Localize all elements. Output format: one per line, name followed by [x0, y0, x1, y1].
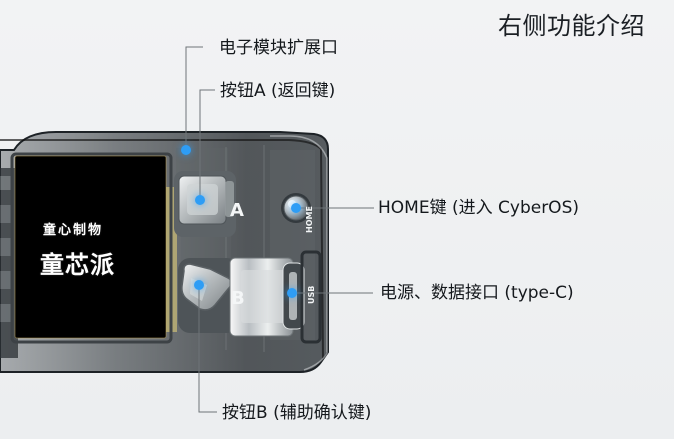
label-button-b: 按钮B (辅助确认键) [222, 403, 372, 423]
button-b-letter: B [231, 288, 245, 309]
home-callout-dot [291, 203, 301, 213]
label-module-port: 电子模块扩展口 [219, 38, 338, 58]
label-power-port: 电源、数据接口 (type-C) [380, 283, 574, 303]
screen-brand-text: 童心制物 [43, 223, 104, 238]
device-screen [15, 156, 166, 338]
button-b-callout-line [198, 285, 217, 413]
module-port-callout-line [185, 46, 203, 146]
button-a-callout-line [199, 89, 215, 199]
button-b-callout-dot [194, 280, 204, 290]
power-port-callout-dot [287, 288, 297, 298]
label-home-key: HOME键 (进入 CyberOS) [378, 198, 579, 218]
label-button-a: 按钮A (返回键) [220, 81, 336, 101]
home-side-text: HOME [305, 206, 314, 233]
button-a-callout-dot [195, 195, 205, 205]
page-title: 右侧功能介绍 [498, 12, 645, 40]
button-b-shape [178, 258, 239, 333]
module-port-callout-dot [181, 145, 191, 155]
screen-product-name: 童芯派 [40, 251, 115, 279]
button-a-shape [174, 171, 236, 237]
button-a-letter: A [230, 200, 244, 221]
usb-side-text: USB [307, 286, 316, 304]
